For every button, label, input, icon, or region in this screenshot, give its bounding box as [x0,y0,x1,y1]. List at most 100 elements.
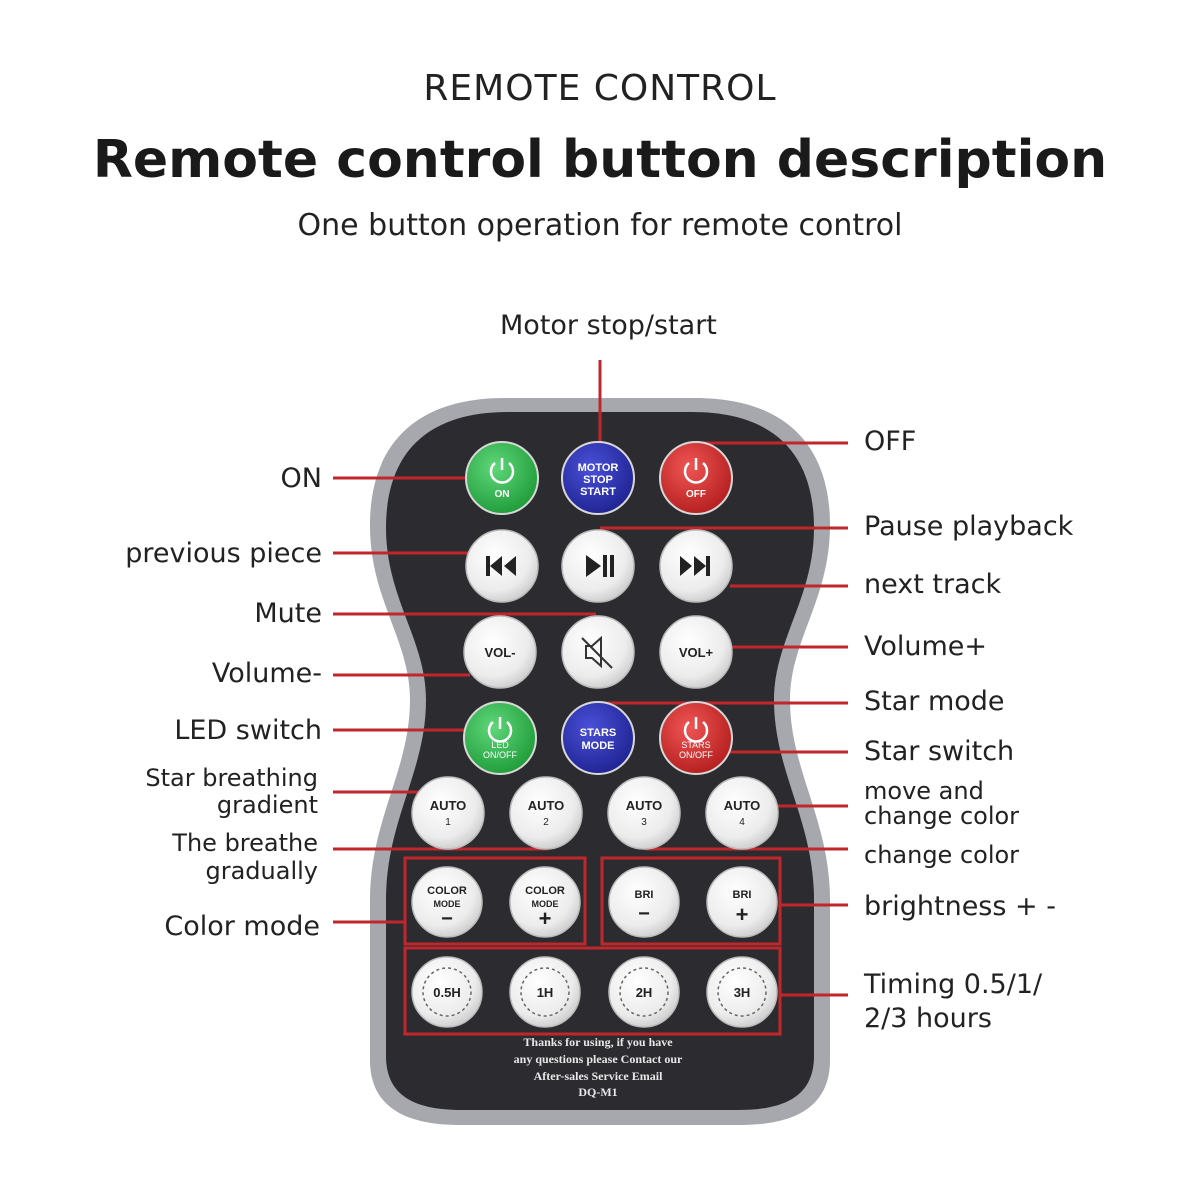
stars-mode-button[interactable]: STARS MODE [561,701,635,775]
auto-4-text: AUTO [724,798,761,813]
label-pause: Pause playback [864,511,1074,542]
volume-minus-button[interactable]: VOL- [463,615,537,689]
remote-footer-print: Thanks for using, if you have any questi… [514,1035,683,1099]
label-motor: Motor stop/start [500,310,717,341]
label-mute: Mute [254,598,322,629]
label-move-change-1: move and [864,777,984,805]
auto-1-num: 1 [445,817,451,828]
off-button[interactable]: OFF [659,441,733,515]
previous-track-button[interactable] [465,529,539,603]
brightness-minus-button[interactable]: BRI − [608,866,680,938]
timer-3h-text: 3H [734,985,751,1000]
power-icon [489,462,515,484]
color-minus-text-2: MODE [434,899,461,909]
label-star-breathing-2: gradient [216,791,318,819]
vol-minus-text: VOL- [484,645,515,660]
label-star-breathing-1: Star breathing [145,764,318,792]
auto-2-text: AUTO [528,798,565,813]
color-plus-sign: + [539,906,552,931]
timer-1h-button[interactable]: 1H [509,956,581,1028]
label-led-switch: LED switch [174,715,322,746]
brightness-box [600,856,782,946]
color-minus-text-1: COLOR [427,885,467,897]
label-breathe-2: gradually [205,857,319,885]
play-pause-icon [586,555,614,577]
led-onoff-button[interactable]: LED ON/OFF [463,701,537,775]
clock-dial-icon [422,967,472,1017]
timer-0-5h-button[interactable]: 0.5H [411,956,483,1028]
page-title: Remote control button description [92,130,1108,190]
stars-onoff-button[interactable]: STARS ON/OFF [659,701,733,775]
remote-footer-line-2: any questions please Contact our [514,1052,683,1066]
timer-0-5h-text: 0.5H [433,985,460,1000]
next-track-button[interactable] [659,529,733,603]
timing-box [403,946,782,1036]
color-minus-sign: − [441,908,453,930]
auto-1-text: AUTO [430,798,467,813]
remote-footer-line-3: After-sales Service Email [534,1069,664,1083]
power-icon [683,462,709,484]
label-move-change-2: change color [864,802,1020,830]
auto-3-button[interactable]: AUTO 3 [607,776,681,850]
previous-track-icon [486,556,516,576]
remote-footer-line-1: Thanks for using, if you have [523,1035,673,1049]
eyebrow-heading: REMOTE CONTROL [423,68,777,109]
page-subtitle: One button operation for remote control [297,208,903,243]
leader-lines [333,360,848,997]
label-star-switch: Star switch [864,736,1015,767]
mute-button[interactable] [561,615,635,689]
clock-dial-icon [619,967,669,1017]
label-on: ON [280,463,322,494]
brightness-plus-button[interactable]: BRI + [706,866,778,938]
motor-text-3: START [580,486,616,498]
auto-2-button[interactable]: AUTO 2 [509,776,583,850]
color-mode-minus-button[interactable]: COLOR MODE − [411,866,483,938]
auto-2-num: 2 [543,817,549,828]
auto-1-button[interactable]: AUTO 1 [411,776,485,850]
label-breathe-1: The breathe [172,829,318,857]
motor-stop-start-button[interactable]: MOTOR STOP START [561,441,635,515]
label-off: OFF [864,426,917,457]
bri-plus-text: BRI [733,889,752,901]
power-icon [487,721,513,743]
label-color-mode: Color mode [164,911,320,942]
power-icon [683,721,709,743]
label-timing-1: Timing 0.5/1/ [864,969,1043,1000]
auto-3-num: 3 [641,817,647,828]
vol-plus-text: VOL+ [679,645,714,660]
clock-dial-icon [717,967,767,1017]
on-button[interactable]: ON [465,441,539,515]
label-change-color: change color [864,841,1020,869]
auto-4-button[interactable]: AUTO 4 [705,776,779,850]
bri-plus-sign: + [736,902,749,927]
label-previous: previous piece [125,538,322,569]
clock-dial-icon [520,967,570,1017]
motor-text-2: STOP [583,474,613,486]
auto-3-text: AUTO [626,798,663,813]
play-pause-button[interactable] [561,529,635,603]
stars-onoff-text-2: ON/OFF [679,750,713,760]
mute-icon [581,635,613,669]
on-button-text: ON [495,489,510,500]
timer-2h-button[interactable]: 2H [608,956,680,1028]
next-track-icon [680,556,710,576]
led-text-1: LED [491,740,509,750]
volume-plus-button[interactable]: VOL+ [659,615,733,689]
timer-3h-button[interactable]: 3H [706,956,778,1028]
stars-mode-text-1: STARS [580,727,616,739]
color-plus-text-1: COLOR [525,885,565,897]
label-volume-plus: Volume+ [864,631,988,662]
label-next: next track [864,569,1002,600]
color-plus-text-2: MODE [532,899,559,909]
color-mode-plus-button[interactable]: COLOR MODE + [509,866,581,938]
auto-4-num: 4 [739,817,745,828]
stars-mode-text-2: MODE [582,740,615,752]
stars-onoff-text-1: STARS [681,740,710,750]
label-star-mode: Star mode [864,686,1005,717]
label-volume-minus: Volume- [211,658,322,689]
bri-minus-text: BRI [635,889,654,901]
bri-minus-sign: − [638,903,650,925]
timer-1h-text: 1H [537,985,554,1000]
color-mode-box [403,856,587,946]
